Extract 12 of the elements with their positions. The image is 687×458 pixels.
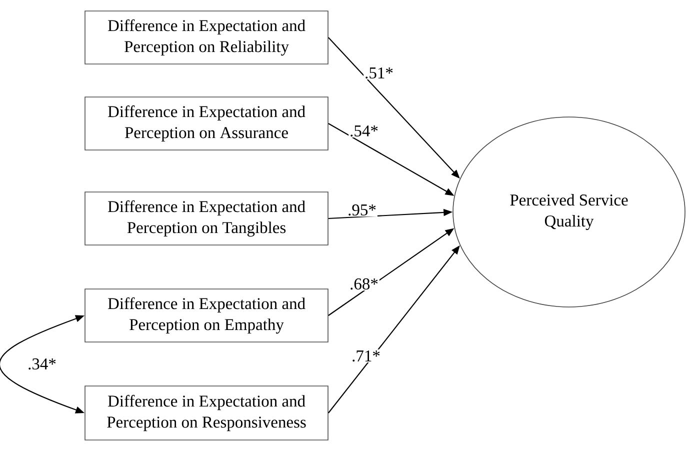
- text-box: Difference in Expectation and Perception on Tangibles: [84, 192, 328, 246]
- text-box: Difference in Expectation and Perception on Reliability: [84, 10, 328, 64]
- edge-label: .71*: [350, 349, 382, 363]
- edge-label: .34*: [26, 357, 58, 371]
- ellipse-node: Perceived Service Quality: [452, 116, 686, 308]
- text-box: Difference in Expectation and Perception on Responsiveness: [84, 386, 328, 440]
- edge-label: .54*: [348, 124, 380, 138]
- text-box: Difference in Expectation and Perception on Assurance: [84, 96, 328, 150]
- edge-label: .68*: [348, 277, 380, 291]
- edge-label: .95*: [346, 203, 378, 217]
- text-box: Difference in Expectation and Perception on Empathy: [84, 288, 328, 342]
- edge-label: .51*: [364, 66, 394, 80]
